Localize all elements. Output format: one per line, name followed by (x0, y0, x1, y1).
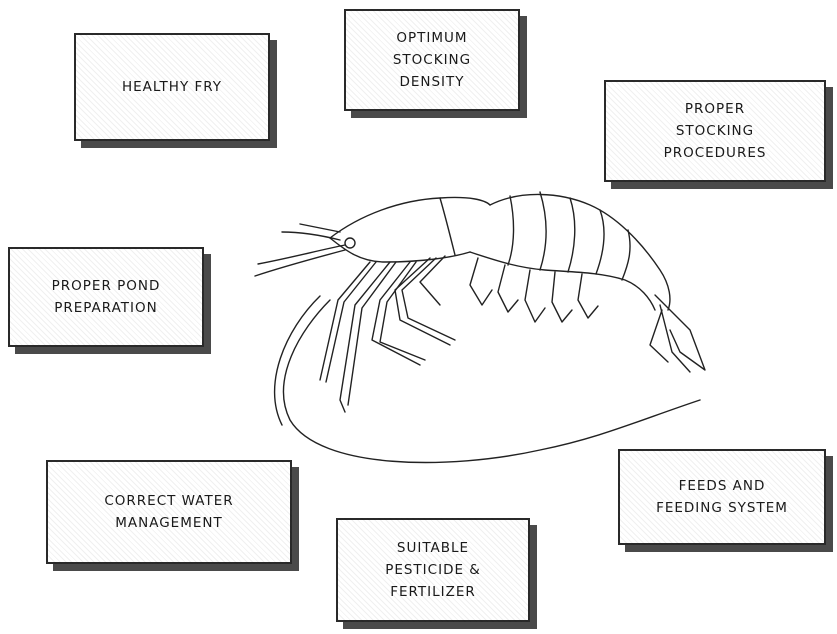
factor-box-healthy-fry: HEALTHY FRY (74, 33, 270, 141)
factor-label: PROPER STOCKING PROCEDURES (664, 98, 767, 164)
factor-label: PROPER POND PREPARATION (52, 275, 161, 319)
factor-box-proper-stocking-procedures: PROPER STOCKING PROCEDURES (604, 80, 826, 182)
factor-label: OPTIMUM STOCKING DENSITY (393, 27, 471, 93)
factor-label: CORRECT WATER MANAGEMENT (104, 490, 233, 534)
factor-label: HEALTHY FRY (122, 76, 222, 98)
factor-box-correct-water-management: CORRECT WATER MANAGEMENT (46, 460, 292, 564)
factor-box-optimum-stocking-density: OPTIMUM STOCKING DENSITY (344, 9, 520, 111)
factor-box-feeds-and-feeding-system: FEEDS AND FEEDING SYSTEM (618, 449, 826, 545)
factor-label: SUITABLE PESTICIDE & FERTILIZER (385, 537, 481, 603)
factor-label: FEEDS AND FEEDING SYSTEM (656, 475, 788, 519)
factor-box-proper-pond-preparation: PROPER POND PREPARATION (8, 247, 204, 347)
factor-box-suitable-pesticide-fertilizer: SUITABLE PESTICIDE & FERTILIZER (336, 518, 530, 622)
